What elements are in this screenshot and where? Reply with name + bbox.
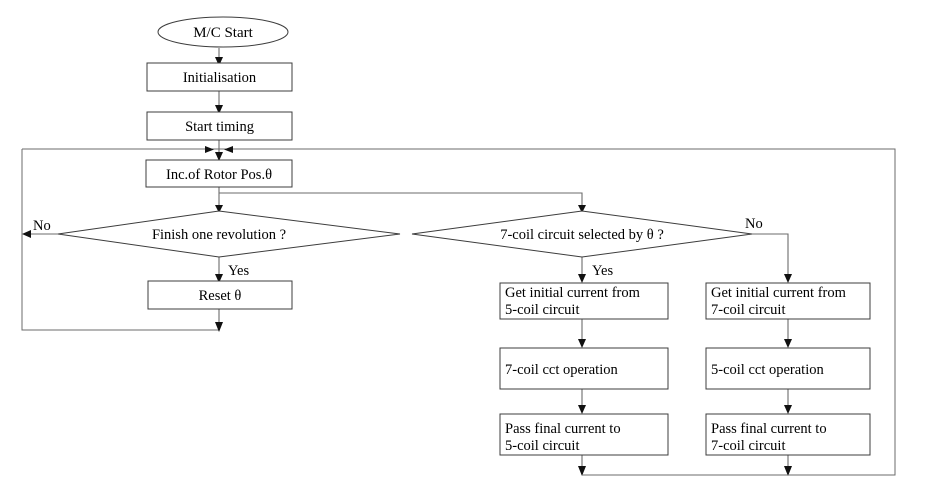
node-pass-final-5-line2: 5-coil circuit bbox=[505, 438, 579, 454]
edge-label-coilselect-no: No bbox=[745, 216, 763, 232]
node-pass-final-7-shape bbox=[705, 413, 871, 456]
node-initialisation-label: Initialisation bbox=[183, 70, 257, 86]
node-finish-revolution-shape bbox=[57, 210, 401, 258]
arrow-head-icon bbox=[784, 466, 792, 476]
arrow-head-icon bbox=[784, 274, 792, 283]
node-get-initial-7-shape bbox=[705, 282, 871, 320]
node-inc-rotor-label: Inc.of Rotor Pos.θ bbox=[166, 167, 272, 183]
node-finish-revolution-label: Finish one revolution ? bbox=[152, 227, 286, 243]
node-get-initial-5-shape bbox=[499, 282, 669, 320]
node-start-timing-shape bbox=[146, 111, 293, 141]
node-get-initial-7-line1: Get initial current from bbox=[711, 285, 847, 301]
arrow-head-icon bbox=[215, 322, 223, 332]
edge-label-finish-no: No bbox=[33, 218, 51, 234]
arrow-head-icon bbox=[205, 146, 214, 153]
edge-label-coilselect-yes: Yes bbox=[592, 263, 613, 279]
node-coil-select-label: 7-coil circuit selected by θ ? bbox=[500, 227, 664, 243]
node-start-shape bbox=[157, 16, 289, 48]
node-coil-select-shape bbox=[411, 210, 753, 258]
node-start-label: M/C Start bbox=[193, 25, 253, 41]
node-inc-rotor-shape bbox=[145, 159, 293, 188]
node-get-initial-5-line1: Get initial current from bbox=[505, 285, 641, 301]
node-get-initial-7-line2: 7-coil circuit bbox=[711, 302, 785, 318]
arrow-head-icon bbox=[224, 146, 233, 153]
node-initialisation-shape bbox=[146, 62, 293, 92]
arrow-head-icon bbox=[215, 152, 223, 161]
node-op-5coil-label: 5-coil cct operation bbox=[711, 362, 824, 378]
arrow-head-icon bbox=[215, 274, 223, 283]
edge-label-finish-yes: Yes bbox=[228, 263, 249, 279]
node-pass-final-7-line1: Pass final current to bbox=[711, 421, 827, 437]
arrow-head-icon bbox=[578, 466, 586, 476]
arrow-head-icon bbox=[578, 405, 586, 414]
arrow-head-icon bbox=[578, 274, 586, 283]
node-reset-theta-label: Reset θ bbox=[199, 288, 242, 304]
node-op-7coil-label: 7-coil cct operation bbox=[505, 362, 618, 378]
link-coilselect-no bbox=[752, 233, 789, 281]
node-start-timing-label: Start timing bbox=[185, 119, 254, 135]
node-op-7coil-shape bbox=[499, 347, 669, 390]
arrow-head-icon bbox=[578, 339, 586, 348]
node-pass-final-7-line2: 7-coil circuit bbox=[711, 438, 785, 454]
node-get-initial-5-line2: 5-coil circuit bbox=[505, 302, 579, 318]
arrow-head-icon bbox=[784, 339, 792, 348]
link-inc-to-coilselect bbox=[219, 192, 583, 211]
arrow-head-icon bbox=[215, 105, 223, 114]
arrow-head-icon bbox=[578, 205, 586, 213]
loop-frame-left bbox=[21, 149, 219, 331]
node-reset-theta-shape bbox=[147, 280, 293, 310]
node-pass-final-5-shape bbox=[499, 413, 669, 456]
arrow-head-icon bbox=[215, 57, 223, 66]
node-op-5coil-shape bbox=[705, 347, 871, 390]
arrow-head-icon bbox=[215, 205, 223, 213]
arrow-head-icon bbox=[784, 405, 792, 414]
arrow-head-icon bbox=[22, 230, 31, 238]
node-pass-final-5-line1: Pass final current to bbox=[505, 421, 621, 437]
